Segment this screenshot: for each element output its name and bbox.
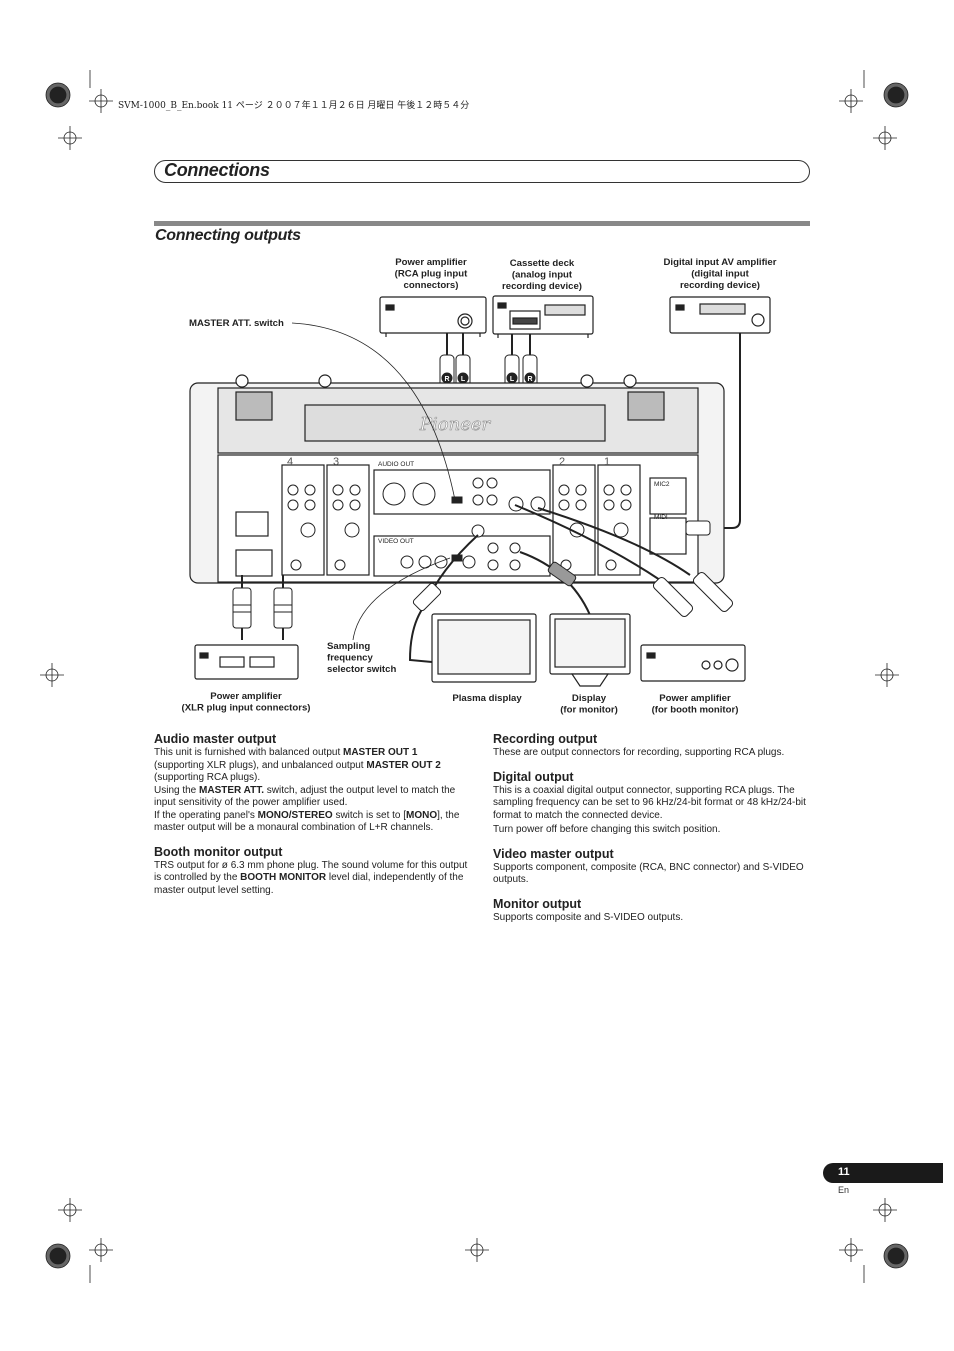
channel-3-label: 3 (333, 456, 339, 468)
registration-mark-bottom-left (45, 1243, 71, 1269)
audio-master-paragraph-2: Using the MASTER ATT. switch, adjust the… (154, 784, 456, 809)
crosshair-mark (839, 1238, 863, 1262)
channel-2-label: 2 (559, 456, 565, 468)
plasma-display-device (431, 613, 537, 683)
midi-label: MIDI (654, 514, 668, 521)
xlr-plugs (232, 587, 293, 629)
crosshair-mark (839, 89, 863, 113)
plug-l-label: L (461, 376, 466, 383)
registration-mark-top-right (883, 82, 909, 108)
digital-output-paragraph-2: Turn power off before changing this swit… (493, 824, 721, 835)
video-plugs (412, 520, 734, 618)
subsection-title: Connecting outputs (155, 227, 301, 244)
digital-output-heading: Digital output (493, 769, 574, 784)
recording-output-section: Recording output These are output connec… (493, 732, 809, 760)
cassette-deck-device (492, 295, 594, 338)
recording-output-heading: Recording output (493, 732, 598, 746)
recording-output-paragraph: These are output connectors for recordin… (493, 747, 785, 758)
label-display-monitor: Display(for monitor) (560, 693, 618, 716)
booth-monitor-output-section: Booth monitor output TRS output for ø 6.… (154, 845, 470, 898)
section-title: Connections (164, 160, 270, 180)
channel-1-label: 1 (604, 456, 610, 468)
right-column: Recording output These are output connec… (493, 732, 809, 934)
crosshair-mark (89, 89, 113, 113)
channel-4-label: 4 (287, 456, 293, 468)
audio-master-output-heading: Audio master output (154, 732, 277, 746)
mixer-unit (189, 374, 725, 584)
plug-r-label: R (527, 376, 532, 383)
digital-output-paragraph-1: This is a coaxial digital output connect… (493, 784, 806, 821)
video-master-output-section: Video master output Supports component, … (493, 847, 809, 887)
label-power-amp-booth: Power amplifier(for booth monitor) (652, 693, 739, 716)
mixer-jacks (287, 477, 632, 571)
crosshair-mark (465, 1238, 489, 1262)
label-digital-av-amp: Digital input AV amplifier(digital input… (664, 257, 777, 291)
video-master-output-heading: Video master output (493, 846, 614, 861)
monitor-output-section: Monitor output Supports composite and S-… (493, 897, 809, 925)
video-out-label: VIDEO OUT (378, 538, 414, 545)
crosshair-mark (873, 126, 897, 150)
crosshair-mark (40, 663, 64, 687)
monitor-output-heading: Monitor output (493, 896, 582, 911)
plug-l-label: L (510, 376, 515, 383)
crosshair-mark (58, 1198, 82, 1222)
plug-r-label: R (444, 376, 449, 383)
crosshair-mark (873, 1198, 897, 1222)
booth-monitor-paragraph: TRS output for ø 6.3 mm phone plug. The … (154, 859, 468, 896)
audio-out-label: AUDIO OUT (378, 461, 414, 468)
left-column: Audio master output This unit is furnish… (154, 732, 470, 907)
page-language: En (838, 1185, 850, 1195)
page-number: 11 (838, 1166, 850, 1178)
page-number-tab (823, 1163, 943, 1183)
registration-mark-bottom-right (883, 1243, 909, 1269)
monitor-output-paragraph: Supports composite and S-VIDEO outputs. (493, 911, 684, 923)
label-power-amp-xlr: Power amplifier(XLR plug input connector… (182, 691, 311, 714)
video-master-output-paragraph: Supports component, composite (RCA, BNC … (493, 861, 804, 886)
audio-master-paragraph-1: This unit is furnished with balanced out… (154, 747, 441, 783)
registration-mark-top-left (45, 82, 71, 108)
crosshair-mark (89, 1238, 113, 1262)
monitor-display-device (549, 613, 631, 687)
label-plasma-display: Plasma display (452, 693, 522, 704)
audio-master-output-section: Audio master output This unit is furnish… (154, 732, 470, 835)
power-amplifier-rca-device (379, 296, 487, 337)
power-amplifier-booth-device (640, 644, 746, 682)
audio-master-paragraph-3: If the operating panel's MONO/STEREO swi… (154, 809, 460, 834)
brand-logo: Pioneer (419, 414, 492, 435)
booth-monitor-output-heading: Booth monitor output (154, 844, 283, 859)
crosshair-mark (58, 126, 82, 150)
digital-av-amp-device (669, 296, 771, 334)
subsection-rule (154, 221, 810, 226)
crosshair-mark (875, 663, 899, 687)
label-master-att-switch: MASTER ATT. switch (189, 318, 284, 329)
power-amplifier-xlr-device (194, 644, 299, 680)
section-title-bar (154, 160, 810, 183)
print-header: SVM-1000_B_En.book 11 ページ ２００７年１１月２６日 月曜… (118, 101, 470, 111)
mic2-label: MIC2 (654, 481, 670, 488)
digital-output-section: Digital output This is a coaxial digital… (493, 770, 809, 837)
